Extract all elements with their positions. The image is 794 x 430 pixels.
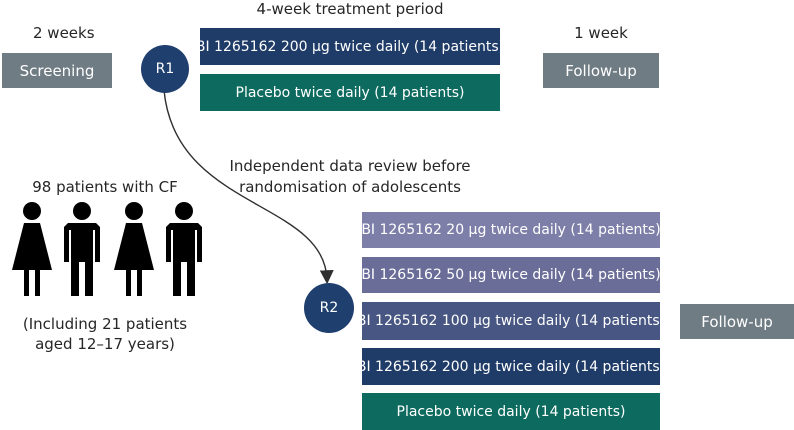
- top-active-arm-box: BI 1265162 200 µg twice daily (14 patien…: [196, 28, 504, 65]
- patient-icons-svg: [12, 202, 202, 296]
- male-icon: [166, 202, 202, 296]
- r2-randomisation-node: R2: [304, 283, 354, 333]
- female-icon: [12, 202, 52, 296]
- patients-title: 98 patients with CF: [32, 178, 178, 196]
- bottom-arm-50ug-box: BI 1265162 50 µg twice daily (14 patient…: [361, 257, 661, 293]
- bottom-arm-200ug-box: BI 1265162 200 µg twice daily (14 patien…: [357, 348, 665, 385]
- bottom-arm-20ug-box: BI 1265162 20 µg twice daily (14 patient…: [361, 212, 661, 248]
- review-text-line2: randomisation of adolescents: [239, 178, 461, 196]
- treatment-period-label: 4-week treatment period: [256, 0, 444, 18]
- followup-duration-label: 1 week: [574, 24, 628, 42]
- top-followup-box: Follow-up: [543, 53, 659, 88]
- female-icon: [114, 202, 154, 296]
- bottom-followup-box: Follow-up: [680, 304, 794, 339]
- patient-icons: [10, 200, 205, 298]
- r1-to-r2-arrow: [163, 89, 334, 285]
- top-placebo-arm-box: Placebo twice daily (14 patients): [200, 74, 500, 111]
- bottom-placebo-arm-box: Placebo twice daily (14 patients): [362, 393, 660, 430]
- patients-note-line2: aged 12–17 years): [35, 335, 175, 353]
- male-icon: [64, 202, 100, 296]
- screening-duration-label: 2 weeks: [33, 24, 95, 42]
- r1-randomisation-node: R1: [141, 45, 189, 93]
- patients-note-line1: (Including 21 patients: [22, 315, 188, 333]
- screening-box: Screening: [2, 53, 112, 88]
- review-text-line1: Independent data review before: [229, 157, 471, 175]
- bottom-arm-100ug-box: BI 1265162 100 µg twice daily (14 patien…: [357, 302, 665, 340]
